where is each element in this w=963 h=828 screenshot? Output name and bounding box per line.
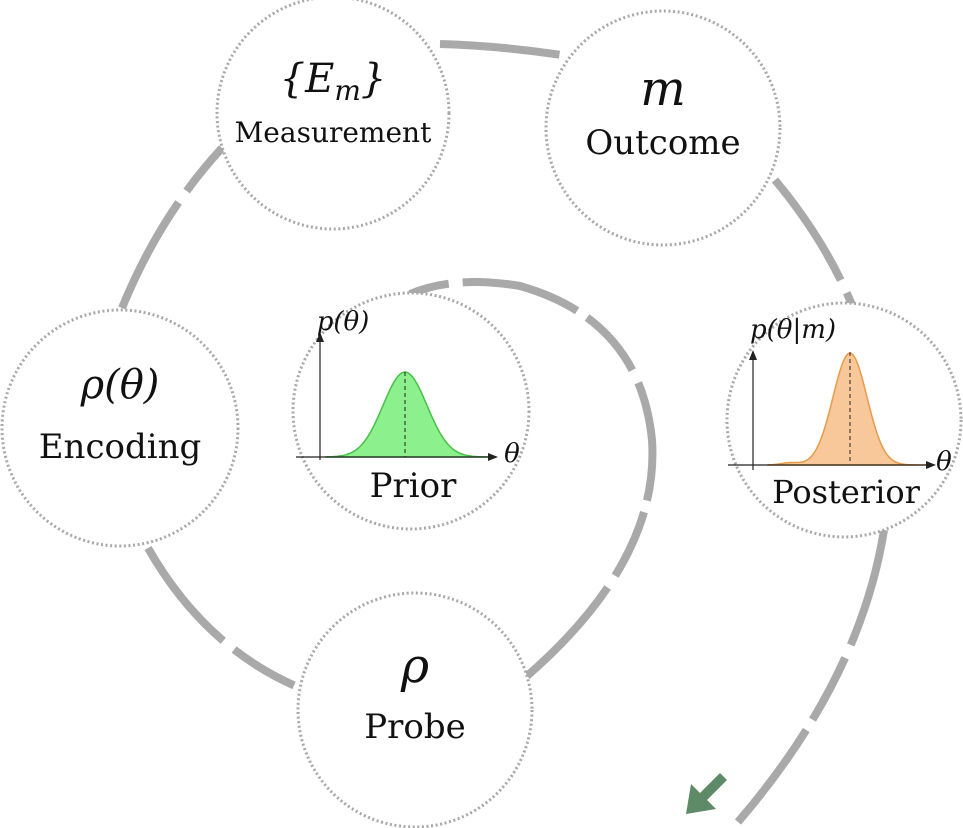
arc-measurement-to-outcome (439, 40, 569, 60)
posterior-x-label: θ (936, 447, 952, 477)
prior-x-arrow-icon (488, 453, 498, 461)
probe-node: ρ Probe (296, 591, 534, 828)
posterior-label: Posterior (772, 473, 921, 511)
prior-label: Prior (370, 466, 457, 506)
cycle-arcs (118, 40, 888, 825)
prior-y-label: p(θ) (317, 307, 370, 337)
outcome-node: m Outcome (544, 9, 782, 247)
prior-x-label: θ (504, 439, 520, 469)
posterior-node: p(θ|m) θ Posterior (725, 301, 963, 539)
prior-y-arrow-icon (316, 332, 324, 342)
encoding-circle (0, 308, 240, 548)
outcome-circle (544, 9, 782, 247)
arc-outcome-to-posterior (771, 177, 856, 307)
measurement-circle (215, 0, 451, 231)
measurement-node: {Em} Measurement (215, 0, 451, 231)
probe-label: Probe (364, 707, 466, 747)
arc-encoding-to-measurement (118, 145, 225, 310)
next-cycle-arrow-icon (686, 773, 735, 814)
prior-distribution-curve (325, 371, 491, 458)
posterior-x-arrow-icon (926, 461, 936, 469)
prior-node: p(θ) θ Prior (291, 291, 531, 531)
measurement-symbol: {Em} (280, 56, 387, 107)
probe-symbol: ρ (400, 638, 429, 694)
measurement-label: Measurement (235, 116, 432, 149)
posterior-y-label: p(θ|m) (750, 315, 836, 345)
encoding-symbol: ρ(θ) (80, 362, 160, 408)
posterior-y-arrow-icon (749, 350, 757, 360)
outcome-label: Outcome (585, 123, 740, 163)
outcome-symbol: m (640, 61, 686, 117)
arc-probe-to-prior (408, 277, 657, 680)
arc-posterior-to-next (734, 529, 888, 825)
encoding-node: ρ(θ) Encoding (0, 308, 240, 548)
posterior-distribution-curve (767, 352, 928, 466)
arc-encoding-to-probe (144, 546, 302, 692)
encoding-label: Encoding (39, 427, 202, 467)
probe-circle (296, 591, 534, 828)
